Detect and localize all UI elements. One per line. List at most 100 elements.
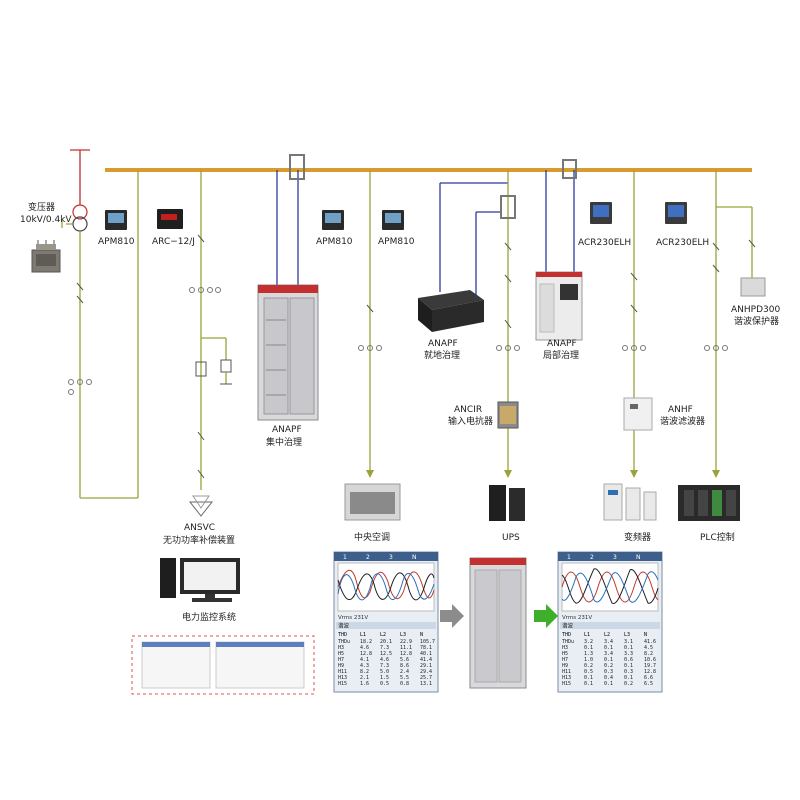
scope_before-header-cell-0-3: L3 [400,632,406,638]
scope_before-row-cell-7-2: 0.5 [380,681,389,687]
scope_before-row-cell-5-4: 29.4 [420,669,432,675]
anapf-central-desc: 集中治理 [266,436,302,448]
vfd-icon [603,483,657,521]
acr230-label-1: ACR230ELH [578,238,631,248]
scope_before-row-cell-7-4: 13.1 [420,681,432,687]
scope_after-row-cell-5-1: 0.5 [584,669,593,675]
scope_after-row-cell-0-1: 3.2 [584,639,593,645]
anapf-cabinet-icon [257,284,319,421]
harmonic-protector-icon [740,277,766,297]
ct-sensor-icon [562,159,577,179]
scope-before-wave-3 [337,573,435,601]
apm810-label-1: APM810 [98,237,135,247]
reactor-icon [497,401,519,429]
scope_before-row-cell-2-0: H5 [338,651,344,657]
scope_after-row-cell-6-3: 0.1 [624,675,633,681]
scope-after-table-title: 谐波 [562,622,574,630]
scope-after-tab-2: 2 [590,554,594,561]
scope_before-row-cell-6-4: 25.7 [420,675,432,681]
scope-before-tab-1: 1 [343,554,347,561]
apm810-meter-icon [382,210,404,230]
scope_before-row-cell-4-4: 29.1 [420,663,432,669]
anhf-desc: 谐波滤波器 [660,415,705,427]
apm810-meter-icon [105,210,127,230]
scope_before-row-cell-3-1: 4.1 [360,657,369,663]
transformer-name: 变压器 [28,201,55,213]
ancir-model: ANCIR [454,405,482,415]
scope_before-row-cell-2-4: 40.1 [420,651,432,657]
plc-icon [678,485,740,521]
scope_before-row-cell-7-0: H15 [338,681,347,687]
current-transformer-icon [496,345,520,351]
scope_after-row-cell-6-1: 0.1 [584,675,593,681]
fuse-icon [195,361,207,377]
vfd-feeder [622,170,646,478]
scope_after-row-cell-3-4: 10.6 [644,657,656,663]
scope_after-row-cell-6-4: 6.6 [644,675,653,681]
scope_before-row-cell-2-1: 12.8 [360,651,372,657]
arc-meter-icon [157,209,183,229]
scope_after-row-cell-4-1: 0.2 [584,663,593,669]
scope_before-row-cell-6-0: H13 [338,675,347,681]
scope-before-wave-1 [337,569,435,600]
scope_after-row-cell-4-3: 0.1 [624,663,633,669]
scope_after-row-cell-2-1: 1.3 [584,651,593,657]
anhpd-model: ANHPD300 [731,305,780,315]
arrow-grey-icon [440,604,464,628]
scope_after-row-cell-3-2: 0.1 [604,657,613,663]
monitor-label: 电力监控系统 [182,611,236,623]
scope-after-status: Vrms 231V [562,615,592,621]
acr230-meter-icon [665,202,687,224]
scope_after-row-cell-7-0: H15 [562,681,571,687]
ansvc-desc: 无功功率补偿装置 [163,534,235,546]
anapf-local-desc: 就地治理 [424,349,460,361]
ct-sensor-icon [289,154,305,180]
current-transformer-icon [358,345,382,351]
scope_before-header-cell-0-2: L2 [380,632,386,638]
current-transformer-icon [704,345,728,351]
apm810-label-2: APM810 [316,237,353,247]
scope_after-row-cell-2-4: 8.2 [644,651,653,657]
scope_after-row-cell-7-1: 0.1 [584,681,593,687]
scope_before-row-cell-3-2: 4.6 [380,657,389,663]
current-transformer-icon [622,345,646,351]
scope-before-tab-3: 3 [389,554,393,561]
scope_after-row-cell-7-3: 0.2 [624,681,633,687]
anapf-central-model: ANAPF [272,425,302,435]
scope-after-wave-3 [561,571,659,603]
anapf-partial-model: ANAPF [547,339,577,349]
scope_after-row-cell-5-0: H11 [562,669,571,675]
scope_after-row-cell-1-3: 0.1 [624,645,633,651]
scope_after-header-cell-0-2: L2 [604,632,610,638]
scope_after-row-cell-3-3: 0.6 [624,657,633,663]
scope_after-row-cell-0-3: 3.1 [624,639,633,645]
ac-label: 中央空调 [354,531,390,543]
scope_before-row-cell-1-4: 78.1 [420,645,432,651]
plc-feeder [704,170,756,478]
scope_before-row-cell-3-4: 41.4 [420,657,432,663]
scope_before-row-cell-5-2: 5.0 [380,669,389,675]
scope_before-row-cell-0-2: 20.1 [380,639,392,645]
scope_after-row-cell-1-0: H3 [562,645,568,651]
scope_after-row-cell-4-4: 19.7 [644,663,656,669]
scope_before-row-cell-0-0: THDu [338,639,350,645]
scope_before-row-cell-7-3: 0.8 [400,681,409,687]
vfd-label: 变频器 [624,531,651,543]
scope_after-row-cell-1-2: 0.1 [604,645,613,651]
scope_after-row-cell-2-3: 3.3 [624,651,633,657]
scope-after-tab-n: N [636,554,641,561]
ac-feeder [358,170,382,478]
scope_after-row-cell-3-0: H7 [562,657,568,663]
scope_after-row-cell-1-4: 4.5 [644,645,653,651]
scope_before-row-cell-5-3: 2.4 [400,669,409,675]
scope_after-row-cell-6-2: 0.4 [604,675,613,681]
scope_before-header-cell-0-1: L1 [360,632,366,638]
scope_before-header-cell-0-0: THD [338,632,347,638]
scope_after-row-cell-0-0: THDu [562,639,574,645]
acr230-label-2: ACR230ELH [656,238,709,248]
scope_before-header-cell-0-4: N [420,632,423,638]
anhpd-desc: 谐波保护器 [734,315,779,327]
